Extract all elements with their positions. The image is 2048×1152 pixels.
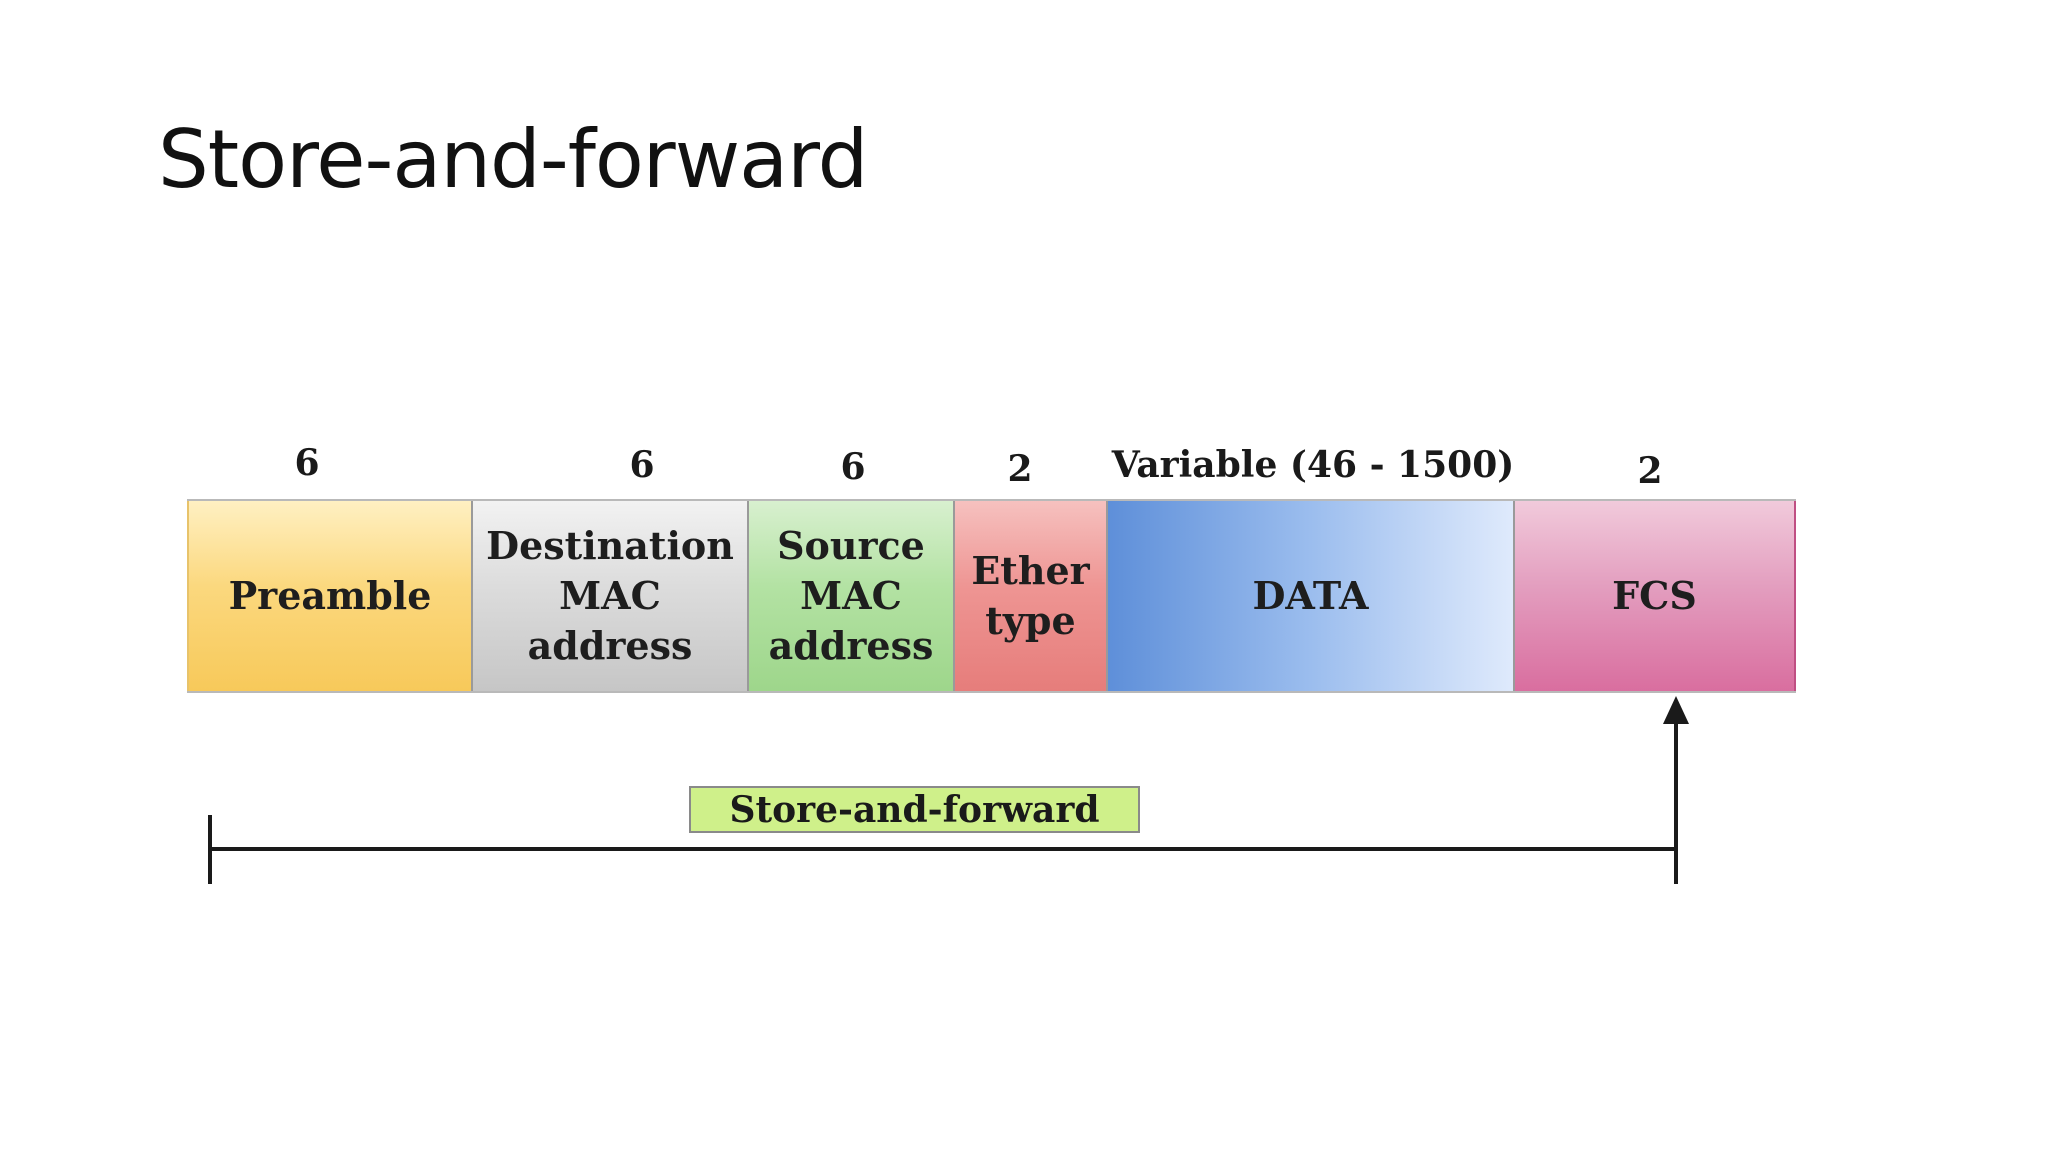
size-label-destination-mac: 6 — [629, 444, 655, 486]
field-ether-type-label: Ether type — [971, 548, 1090, 643]
field-source-mac: Source MAC address — [749, 501, 955, 691]
field-fcs-label: FCS — [1612, 573, 1697, 618]
arrow-up-icon — [1663, 696, 1689, 724]
size-label-source-mac: 6 — [840, 446, 866, 488]
field-destination-mac: Destination MAC address — [473, 501, 749, 691]
field-ether-type: Ether type — [955, 501, 1108, 691]
field-fcs: FCS — [1515, 501, 1796, 691]
field-preamble: Preamble — [187, 501, 473, 691]
field-data-label: DATA — [1252, 573, 1369, 618]
size-label-fcs: 2 — [1637, 450, 1663, 492]
size-label-ether-type: 2 — [1007, 448, 1033, 490]
slide-title: Store-and-forward — [158, 113, 868, 206]
size-label-data: Variable (46 - 1500) — [1111, 444, 1515, 486]
field-destination-mac-label: Destination MAC address — [486, 523, 734, 668]
field-preamble-label: Preamble — [228, 573, 432, 618]
size-label-preamble: 6 — [294, 442, 320, 484]
field-data: DATA — [1108, 501, 1515, 691]
store-and-forward-label: Store-and-forward — [689, 786, 1140, 833]
field-source-mac-label: Source MAC address — [768, 523, 934, 668]
ethernet-frame: Preamble Destination MAC address Source … — [187, 499, 1796, 693]
